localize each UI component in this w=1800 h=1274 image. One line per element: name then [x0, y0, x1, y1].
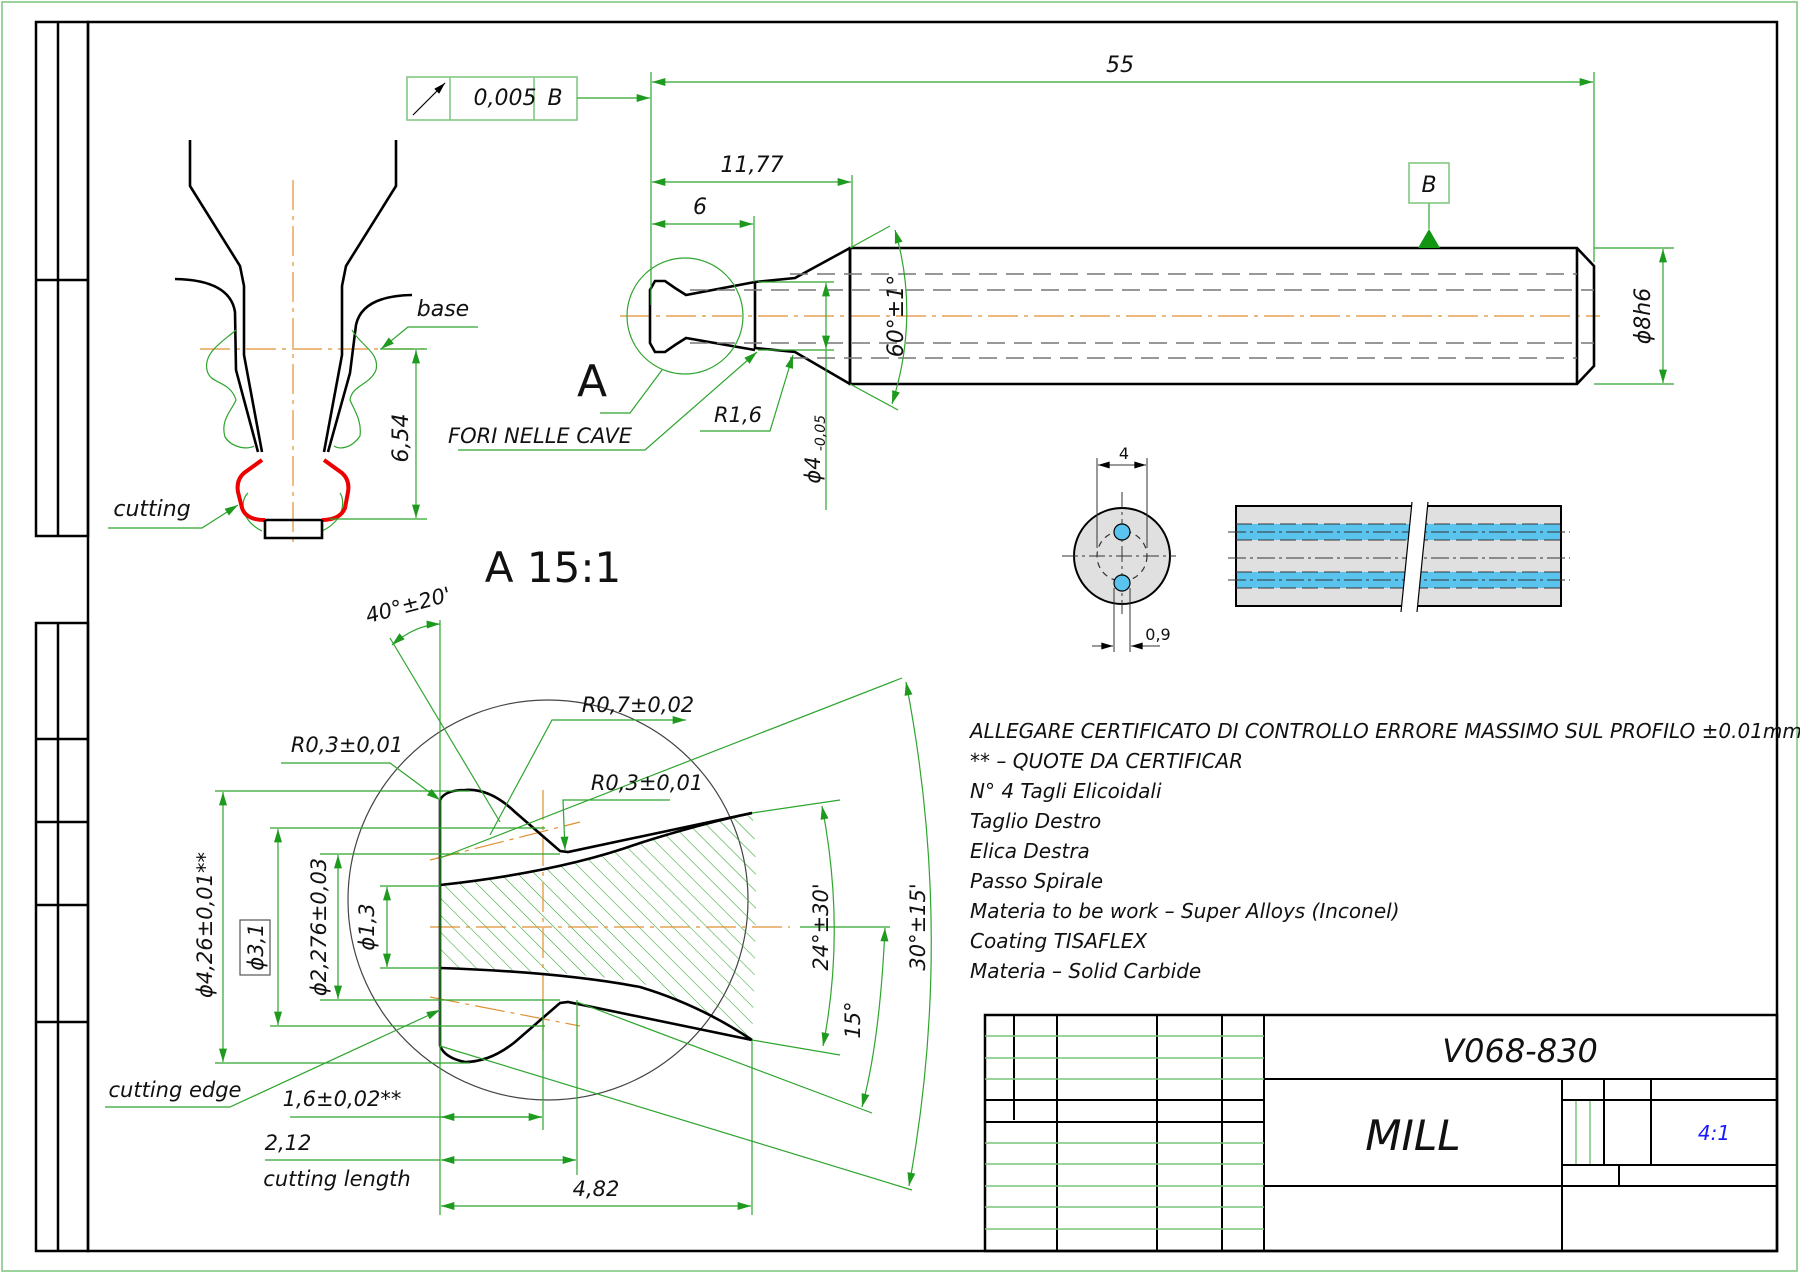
dim-angle-15: 15°: [841, 1001, 865, 1038]
note-line: Coating TISAFLEX: [970, 929, 1148, 953]
title-block: [983, 1013, 1779, 1253]
note-line: ALLEGARE CERTIFICATO DI CONTROLLO ERRORE…: [968, 719, 1800, 743]
dim-r07: R0,7±0,02: [582, 693, 694, 717]
profile-view: [108, 140, 478, 545]
dim-dia-31: ϕ3,1: [244, 923, 268, 970]
coolant-side-view: [1228, 501, 1570, 613]
datum-label: B: [1421, 173, 1436, 198]
drawing-number: V068-830: [1442, 1032, 1598, 1070]
dim-hole-diameter: 0,9: [1145, 625, 1170, 644]
label-cutting: cutting: [113, 497, 190, 522]
dim-dia-426: ϕ4,26±0,01**: [193, 852, 217, 998]
detail-scale-label: A 15:1: [485, 543, 621, 592]
head-outline: [648, 279, 756, 354]
tolerance-frame: [406, 76, 651, 121]
label-cutting-edge: cutting edge: [109, 1078, 242, 1102]
tolerance-datum: B: [547, 86, 562, 111]
dim-len-212: 2,12: [265, 1131, 312, 1155]
dim-neck-tolerance: -0,05: [813, 415, 829, 451]
dim-r03-a: R0,3±0,01: [291, 733, 403, 757]
dim-dia-13: ϕ1,3: [355, 903, 379, 950]
basic-dim-box: [239, 919, 271, 976]
dim-length-11-77: 11,77: [721, 153, 784, 178]
break-gap: [1401, 502, 1428, 612]
label-base: base: [417, 297, 469, 322]
note-line: Materia – Solid Carbide: [970, 959, 1201, 983]
coolant-cross-section: [1062, 458, 1176, 652]
tolerance-value: 0,005: [474, 86, 537, 111]
dim-chamfer-angle: 60°±1°: [884, 275, 909, 357]
note-line: N° 4 Tagli Elicoidali: [970, 779, 1162, 803]
datum-b-box: [1408, 162, 1450, 204]
dim-radius-r1-6: R1,6: [714, 403, 762, 427]
dim-neck-diameter: ϕ4: [801, 456, 825, 483]
datum-triangle: [1418, 229, 1440, 248]
dim-r03-b: R0,3±0,01: [591, 771, 703, 795]
detail-view: [105, 620, 932, 1215]
callout-fori: FORI NELLE CAVE: [448, 424, 633, 448]
dim-dia-2276: ϕ2,276±0,03: [307, 858, 331, 996]
coolant-hole-bottom: [1113, 574, 1131, 592]
detail-label: A: [577, 356, 607, 407]
note-line: ** – QUOTE DA CERTIFICAR: [970, 749, 1243, 773]
coolant-hole-top: [1113, 523, 1131, 541]
note-line: Elica Destra: [970, 839, 1090, 863]
dim-angle-30: 30°±15': [906, 883, 930, 970]
dim-len-16: 1,6±0,02**: [283, 1087, 402, 1111]
dim-overall-length: 55: [1106, 53, 1134, 78]
dim-profile-height: 6,54: [389, 414, 414, 463]
cutting-edge-left: [235, 458, 266, 522]
circular-runout-icon: [412, 82, 446, 116]
label-cutting-length: cutting length: [263, 1167, 410, 1191]
cutting-edge-right: [321, 458, 351, 522]
main-view: [406, 72, 1674, 510]
dim-length-6: 6: [693, 195, 707, 220]
note-line: Passo Spirale: [970, 869, 1103, 893]
note-line: Taglio Destro: [970, 809, 1101, 833]
note-line: Materia to be work – Super Alloys (Incon…: [970, 899, 1400, 923]
notes-block: ALLEGARE CERTIFICATO DI CONTROLLO ERRORE…: [968, 719, 1800, 983]
dim-hole-spacing: 4: [1119, 444, 1129, 463]
drawing-scale: 4:1: [1698, 1121, 1730, 1145]
drawing-title: MILL: [1365, 1111, 1460, 1160]
dim-shank-diameter: ϕ8h6: [1631, 288, 1656, 344]
dim-angle-24: 24°±30': [809, 883, 833, 970]
detail-a-circle: [626, 257, 744, 375]
dim-len-482: 4,82: [573, 1177, 620, 1201]
